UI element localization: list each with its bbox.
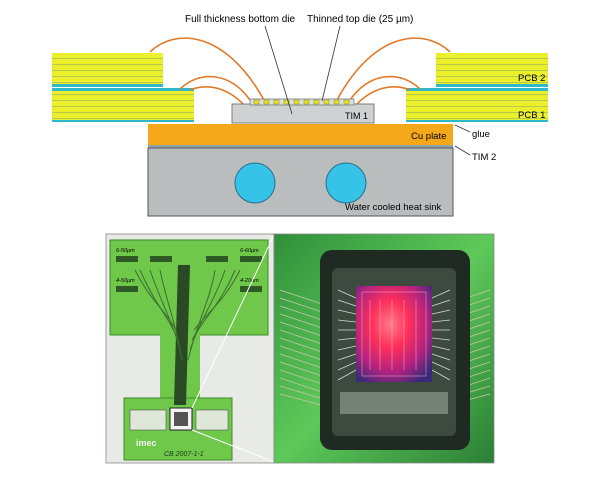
pcb2-right [436,53,548,87]
label-heat-sink: Water cooled heat sink [345,202,442,213]
label-pcb1: PCB 1 [518,110,545,121]
pcb2-left [52,53,163,87]
die-closeup-photo [274,234,494,463]
pcb1-left [52,88,194,122]
top-die [249,98,355,106]
label-tim2: TIM 2 [472,152,496,163]
label-glue: glue [472,129,490,140]
wire-bonds [149,37,451,106]
heat-sink [147,147,454,217]
leader-lines [264,25,471,156]
board-logo: imec [136,438,157,448]
handwriting-1: 6-50µm [116,248,135,254]
label-bottom-die: Full thickness bottom die [185,14,295,25]
board-photo: 6-50µm 6-60µm 4-50µm 4-20µm imec CB 2007… [106,234,274,463]
label-cu-plate: Cu plate [411,131,446,142]
label-top-die: Thinned top die (25 µm) [307,14,413,25]
tim2-layer [148,145,453,148]
cu-plate [148,124,453,145]
water-channel-right [325,162,367,204]
water-channel-left [234,162,276,204]
handwriting-3: 4-50µm [116,278,135,284]
pcb1-right [406,88,548,122]
handwriting-2: 6-60µm [240,248,259,254]
die-closeup-frame [273,233,495,464]
handwriting-4: 4-20µm [240,278,259,284]
die-closeup [356,286,432,382]
label-pcb2: PCB 2 [518,73,545,84]
board-marking: CB 2007-1-1 [164,451,204,458]
cross-section-diagram: Full thickness bottom die Thinned top di… [52,14,548,217]
label-tim1: TIM 1 [345,111,368,121]
